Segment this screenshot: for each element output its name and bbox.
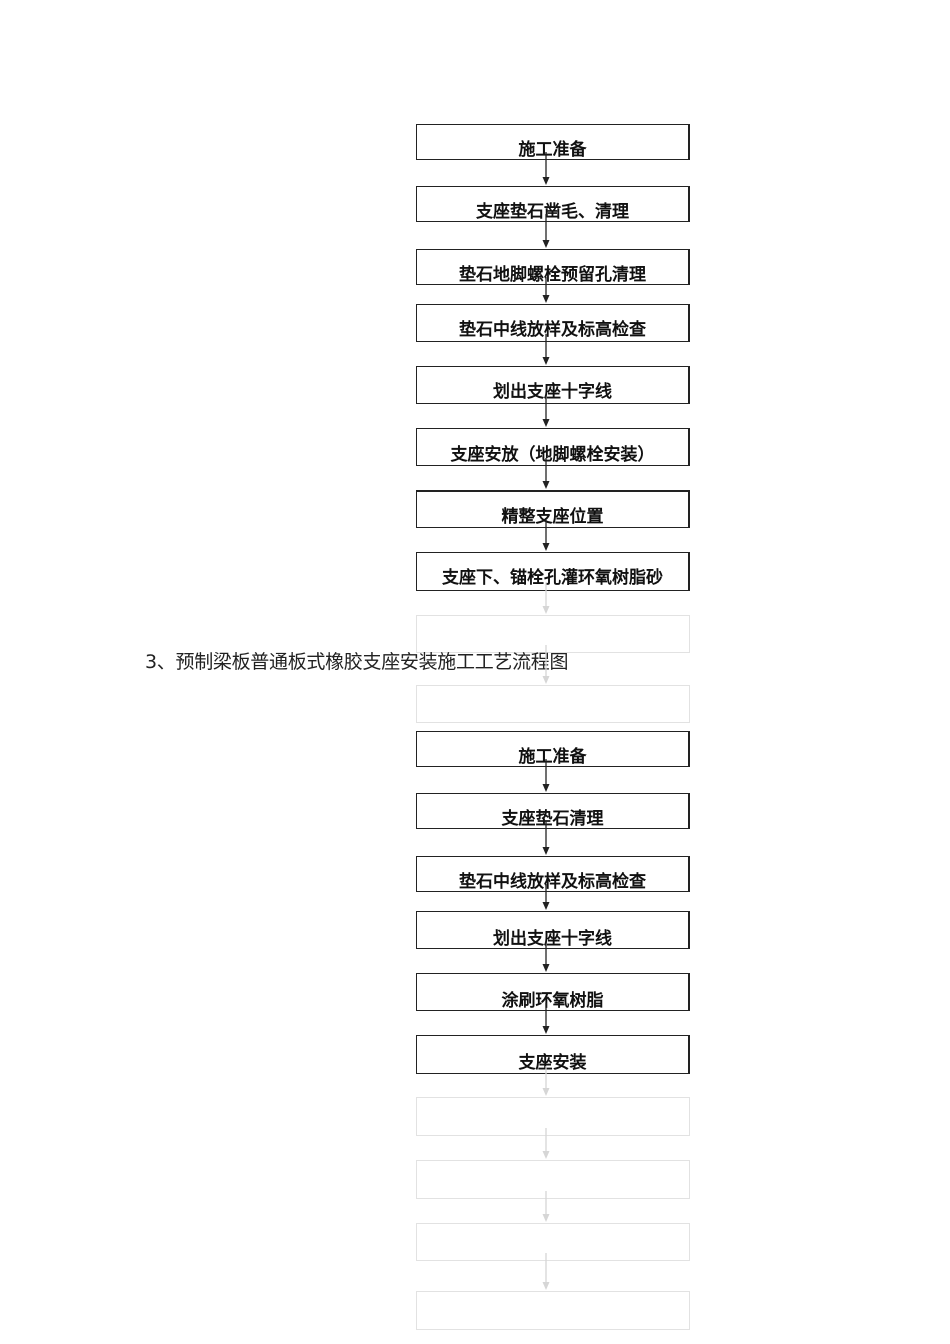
bottom-step-4-box: 划出支座十字线	[416, 911, 690, 949]
top-step-2-box: 支座垫石凿毛、清理	[416, 186, 690, 222]
top-step-7-box: 精整支座位置	[416, 490, 690, 528]
top-step-1-box: 施工准备	[416, 124, 690, 160]
bottom-empty-box-3	[416, 1223, 690, 1261]
bottom-step-3-box: 垫石中线放样及标高检查	[416, 856, 690, 892]
bottom-step-2-box: 支座垫石清理	[416, 793, 690, 829]
top-empty-box-1	[416, 615, 690, 653]
top-step-3-box: 垫石地脚螺栓预留孔清理	[416, 249, 690, 285]
bottom-empty-box-4	[416, 1291, 690, 1330]
section-title: 3、预制梁板普通板式橡胶支座安装施工工艺流程图	[145, 651, 569, 673]
bottom-empty-box-1	[416, 1097, 690, 1136]
bottom-step-1-box: 施工准备	[416, 731, 690, 767]
bottom-empty-box-2	[416, 1160, 690, 1199]
top-step-5-box: 划出支座十字线	[416, 366, 690, 404]
top-step-4-box: 垫石中线放样及标高检查	[416, 304, 690, 342]
top-empty-box-2	[416, 685, 690, 723]
top-step-8-box: 支座下、锚栓孔灌环氧树脂砂	[416, 552, 690, 591]
top-step-6-box: 支座安放（地脚螺栓安装）	[416, 428, 690, 466]
bottom-step-6-box: 支座安装	[416, 1035, 690, 1074]
bottom-step-5-box: 涂刷环氧树脂	[416, 973, 690, 1011]
